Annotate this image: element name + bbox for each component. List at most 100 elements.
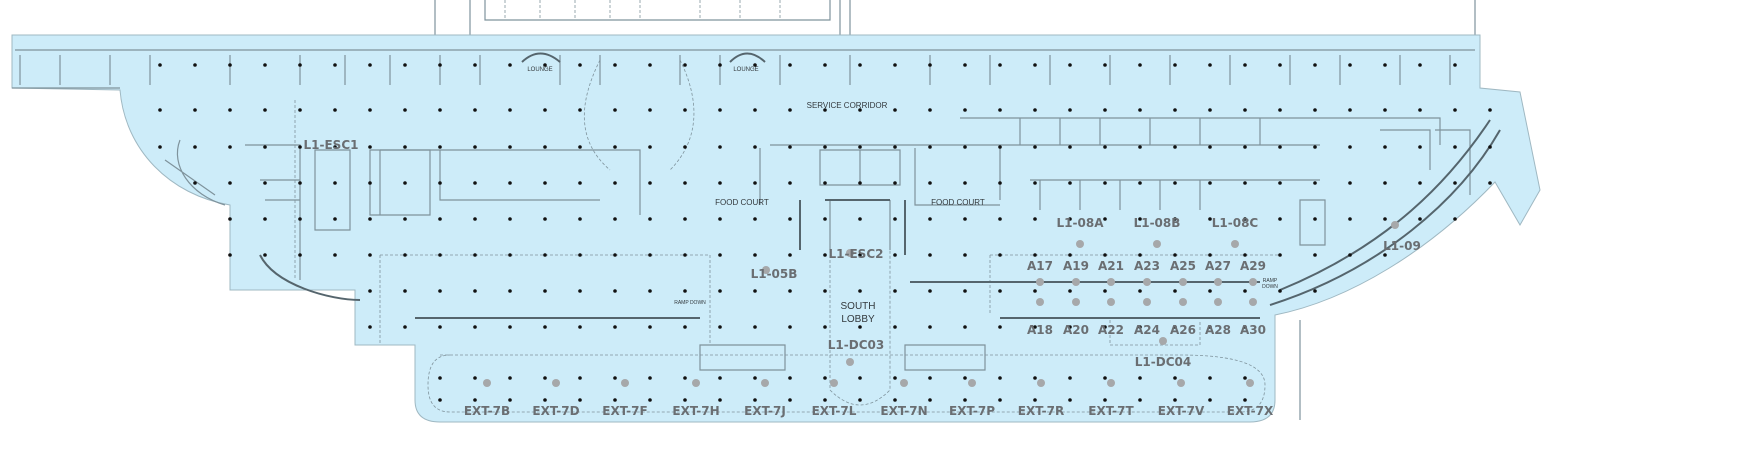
column-dot: [193, 63, 197, 67]
column-dot: [1313, 108, 1317, 112]
column-dot: [578, 398, 582, 402]
exterior-label: EXT-7R: [1018, 404, 1064, 418]
location-marker[interactable]: [1179, 298, 1187, 306]
stall-label: A19: [1063, 259, 1089, 273]
location-marker[interactable]: [1037, 379, 1045, 387]
column-dot: [193, 108, 197, 112]
location-marker[interactable]: [1249, 278, 1257, 286]
location-marker[interactable]: [1076, 240, 1084, 248]
column-dot: [228, 145, 232, 149]
label-ramp-down: RAMP DOWN: [674, 300, 706, 306]
column-dot: [893, 376, 897, 380]
location-marker[interactable]: [1231, 240, 1239, 248]
column-dot: [438, 289, 442, 293]
column-dot: [648, 181, 652, 185]
column-dot: [298, 181, 302, 185]
column-dot: [648, 398, 652, 402]
location-marker[interactable]: [1107, 298, 1115, 306]
column-dot: [788, 376, 792, 380]
column-dot: [1418, 108, 1422, 112]
location-marker[interactable]: [1177, 379, 1185, 387]
location-marker[interactable]: [1249, 298, 1257, 306]
location-marker[interactable]: [1143, 298, 1151, 306]
location-marker[interactable]: [1179, 278, 1187, 286]
column-dot: [298, 145, 302, 149]
column-dot: [1243, 181, 1247, 185]
location-marker[interactable]: [846, 249, 854, 257]
location-marker[interactable]: [761, 379, 769, 387]
column-dot: [1453, 145, 1457, 149]
column-dot: [1208, 63, 1212, 67]
location-marker[interactable]: [900, 379, 908, 387]
column-dot: [893, 145, 897, 149]
column-dot: [648, 145, 652, 149]
walls: [12, 49, 1475, 420]
column-dot: [1033, 63, 1037, 67]
column-dot: [928, 217, 932, 221]
column-dot: [613, 108, 617, 112]
location-marker[interactable]: [1391, 221, 1399, 229]
stall-label: A26: [1170, 323, 1196, 337]
column-dot: [473, 217, 477, 221]
location-marker[interactable]: [830, 379, 838, 387]
column-dot: [368, 145, 372, 149]
column-dot: [1068, 217, 1072, 221]
column-dot: [753, 325, 757, 329]
location-marker[interactable]: [762, 266, 770, 274]
column-dot: [368, 181, 372, 185]
column-dot: [1348, 181, 1352, 185]
column-dot: [1068, 181, 1072, 185]
column-dot: [368, 253, 372, 257]
column-dot: [543, 253, 547, 257]
location-marker[interactable]: [1107, 278, 1115, 286]
location-marker[interactable]: [552, 379, 560, 387]
column-dot: [228, 217, 232, 221]
location-marker[interactable]: [1153, 240, 1161, 248]
label-lounge: LOUNGE: [733, 67, 758, 73]
location-marker[interactable]: [1214, 298, 1222, 306]
column-dot: [1208, 325, 1212, 329]
zone-label-l1-esc1: L1-ESC1: [304, 138, 359, 152]
column-dot: [1418, 217, 1422, 221]
column-dot: [1173, 181, 1177, 185]
column-dot: [683, 145, 687, 149]
column-dot: [718, 108, 722, 112]
location-marker[interactable]: [621, 379, 629, 387]
location-marker[interactable]: [1036, 298, 1044, 306]
location-marker[interactable]: [1159, 337, 1167, 345]
column-dot: [1278, 181, 1282, 185]
exterior-label: EXT-7L: [812, 404, 857, 418]
column-dot: [1418, 63, 1422, 67]
location-marker[interactable]: [968, 379, 976, 387]
zone-label-l1-dc03: L1-DC03: [828, 338, 884, 352]
location-marker[interactable]: [1214, 278, 1222, 286]
column-dot: [473, 398, 477, 402]
column-dot: [1068, 398, 1072, 402]
column-dot: [403, 325, 407, 329]
location-marker[interactable]: [1246, 379, 1254, 387]
column-dot: [893, 325, 897, 329]
exterior-label: EXT-7J: [744, 404, 786, 418]
location-marker[interactable]: [846, 358, 854, 366]
stall-labels-top: A17 A19 A21 A23 A25 A27 A29: [1027, 259, 1266, 273]
column-dot: [403, 253, 407, 257]
column-dot: [333, 63, 337, 67]
column-dot: [473, 108, 477, 112]
column-dot: [1313, 181, 1317, 185]
column-dot: [298, 253, 302, 257]
location-marker[interactable]: [692, 379, 700, 387]
location-marker[interactable]: [1143, 278, 1151, 286]
column-dot: [473, 325, 477, 329]
location-marker[interactable]: [1107, 379, 1115, 387]
exterior-label: EXT-7P: [949, 404, 995, 418]
column-dot: [613, 398, 617, 402]
location-marker[interactable]: [1072, 298, 1080, 306]
location-marker[interactable]: [483, 379, 491, 387]
column-dot: [788, 253, 792, 257]
exterior-label: EXT-7H: [672, 404, 719, 418]
column-dot: [1173, 253, 1177, 257]
location-marker[interactable]: [1036, 278, 1044, 286]
column-dot: [1068, 63, 1072, 67]
dashed-boundaries: [294, 59, 1280, 413]
location-marker[interactable]: [1072, 278, 1080, 286]
